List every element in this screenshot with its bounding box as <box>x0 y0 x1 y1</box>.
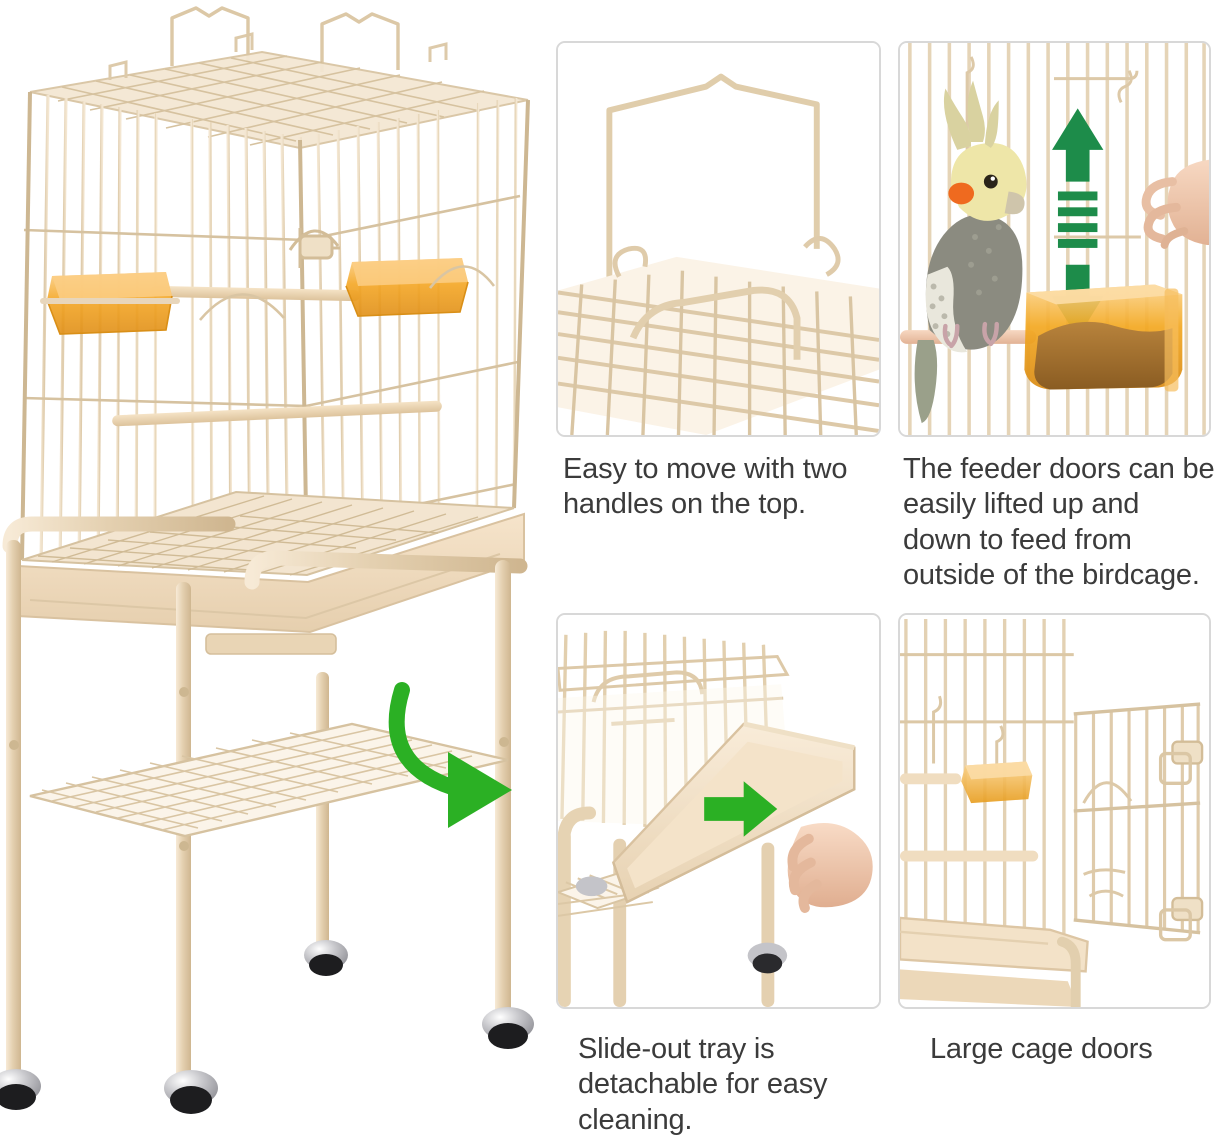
open-cage-door-with-latches <box>900 615 1209 1007</box>
cage-top-handle-right <box>320 12 400 72</box>
perch-upper <box>900 773 962 785</box>
roof-clip-a <box>234 32 254 52</box>
hand-lifting-door <box>1141 159 1209 249</box>
stand-leg-back-right <box>316 672 329 962</box>
caption-cage-doors: Large cage doors <box>930 1033 1153 1065</box>
stand-leg-front-left <box>6 540 21 1080</box>
caster-back-right <box>304 940 348 976</box>
roof-clip-b <box>428 42 448 62</box>
hand-pulling-tray <box>787 823 873 913</box>
top-slide-rail <box>591 670 705 726</box>
cage-top-grid <box>558 256 879 435</box>
caption-slide-out-tray: Slide-out tray is detachable for easy cl… <box>578 1033 828 1136</box>
stand-leg-right <box>761 842 775 1007</box>
birdcage-stand-illustration <box>0 0 545 1147</box>
cage-roof <box>29 32 529 150</box>
caster-back-left <box>164 1070 218 1114</box>
top-slide-bar <box>629 286 801 360</box>
cage-door-frame <box>965 56 1141 239</box>
bird-seed <box>1034 321 1173 390</box>
door-latch-top <box>1158 740 1204 785</box>
slide-out-tray <box>611 721 856 904</box>
stand-leg-left <box>558 830 571 1007</box>
panel-cage-doors <box>898 613 1211 1009</box>
cage-top-handle-left <box>170 6 250 66</box>
feeder-cup <box>1024 284 1183 392</box>
handle-wire <box>606 73 820 303</box>
panel-slide-out-tray <box>556 613 881 1009</box>
curved-right-arrow-icon <box>388 682 512 828</box>
stand-post <box>1056 936 1081 1007</box>
cockatiel-with-feeder-cup <box>900 43 1209 435</box>
panel-handles <box>556 41 881 437</box>
handle-clip-right <box>803 236 841 277</box>
cage-door-latch <box>288 228 340 268</box>
stand-lower-shelf <box>29 722 509 838</box>
feeder-cup-right <box>345 258 469 317</box>
caption-feeder-doors: The feeder doors can be easily lifted up… <box>903 453 1214 592</box>
cage-door-arch <box>199 265 496 321</box>
caster-front-right <box>482 1007 534 1049</box>
caster-wheel <box>747 942 788 974</box>
right-arrow-icon <box>704 781 778 837</box>
open-cage-door <box>1073 702 1204 942</box>
caption-handles: Easy to move with two handles on the top… <box>563 453 848 521</box>
caster-wheel-left <box>575 876 608 897</box>
roof-clip-c <box>108 60 128 80</box>
handle-clip-left <box>612 245 649 278</box>
cage-top-handle-closeup <box>558 43 879 435</box>
crest <box>943 80 999 150</box>
feeder-cup-small <box>961 761 1033 804</box>
tray-pulled-out-by-hand <box>558 615 879 1007</box>
panel-feeder-doors <box>898 41 1211 437</box>
cheek-patch <box>948 182 975 205</box>
bird-feet <box>942 321 999 349</box>
door-latch-bottom <box>1158 896 1204 942</box>
hero-product-image <box>0 0 545 1147</box>
caster-front-left <box>0 1069 41 1110</box>
door-arch <box>1082 781 1133 898</box>
cage-perch-lower <box>112 400 442 427</box>
feeder-cup-left <box>40 272 180 335</box>
perch-lower <box>900 850 1039 862</box>
base-tray <box>900 916 1089 1007</box>
cage-perch-upper <box>150 285 360 302</box>
tray-pull-handle <box>205 633 337 655</box>
cockatiel-bird <box>914 80 1027 424</box>
